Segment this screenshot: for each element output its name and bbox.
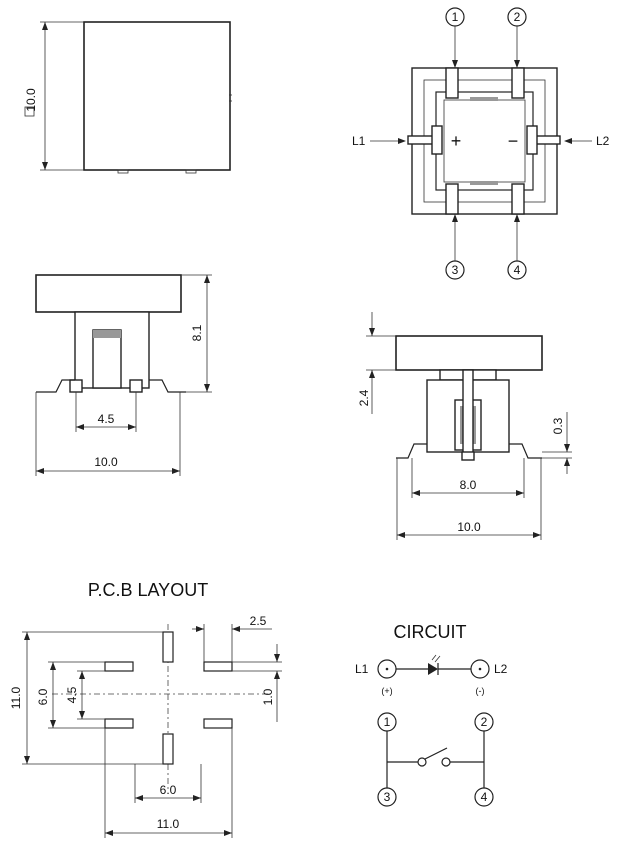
side-height-label: 8.1 xyxy=(190,324,204,341)
circuit-pin-1-label: 1 xyxy=(384,715,391,729)
side-cap xyxy=(35,274,182,313)
switch-contact-icon xyxy=(417,757,427,767)
switch-contact-icon xyxy=(441,757,451,767)
pcb-row-pitch-label: 6.0 xyxy=(36,688,50,705)
side-pitch-label: 4.5 xyxy=(98,412,115,426)
circuit-pin-2-label: 2 xyxy=(481,715,488,729)
pin-2-label: 2 xyxy=(514,10,521,24)
pcb-pad xyxy=(104,718,134,729)
pcb-pad xyxy=(162,631,174,663)
pcb-layout-title: P.C.B LAYOUT xyxy=(88,580,208,600)
pin-1-label: 1 xyxy=(452,10,459,24)
cap-outline xyxy=(83,21,231,171)
led-diode-icon xyxy=(428,663,438,675)
pcb-pad xyxy=(203,718,233,729)
pcb-col-pitch-label: 6.0 xyxy=(160,783,177,797)
polarity-minus-label: (-) xyxy=(476,686,485,696)
front-cap-label: 2.4 xyxy=(357,389,371,406)
circuit-diagram: CIRCUIT L1 L2 (+) (-) 1 2 3 4 xyxy=(355,622,508,807)
circuit-led-l1-label: L1 xyxy=(355,662,369,676)
minus-sign: − xyxy=(508,131,519,151)
circuit-pin-3-label: 3 xyxy=(384,790,391,804)
circuit-pin-4-label: 4 xyxy=(481,790,488,804)
pcb-pad xyxy=(162,733,174,765)
circuit-led-l2-label: L2 xyxy=(494,662,508,676)
pcb-layout: P.C.B LAYOUT 2.5 11.0 6.0 4.5 xyxy=(9,580,282,838)
pcb-inner-pitch-label: 4.5 xyxy=(65,686,79,703)
front-standoff-label: 0.3 xyxy=(551,417,565,434)
pcb-pad xyxy=(203,661,233,672)
side-width-label: 10.0 xyxy=(94,455,118,469)
pcb-pad-height-label: 1.0 xyxy=(261,688,275,705)
pcb-overall-width-label: 11.0 xyxy=(157,817,180,831)
led-l2-label: L2 xyxy=(596,134,610,148)
polarity-plus-label: (+) xyxy=(381,686,392,696)
pin-4-label: 4 xyxy=(514,263,521,277)
front-cap xyxy=(395,335,543,371)
front-pitch-label: 8.0 xyxy=(460,478,477,492)
top-size-label: 10.0 xyxy=(24,88,38,112)
top-view: 10.0 xyxy=(24,21,232,174)
switch-lever-icon xyxy=(424,747,448,760)
plus-sign: + xyxy=(451,131,462,151)
circuit-title: CIRCUIT xyxy=(394,622,467,642)
side-view: 8.1 4.5 10.0 xyxy=(35,274,212,476)
led-l1-label: L1 xyxy=(352,134,366,148)
pcb-overall-height-label: 11.0 xyxy=(9,686,23,709)
pcb-pad xyxy=(104,661,134,672)
terminal-view: + − 1 2 3 4 L1 L2 xyxy=(352,7,610,280)
front-view: 2.4 0.3 8.0 10.0 xyxy=(357,312,572,540)
pin-3-label: 3 xyxy=(452,263,459,277)
front-width-label: 10.0 xyxy=(457,520,481,534)
square-symbol-icon xyxy=(24,106,35,117)
pcb-pad-width-label: 2.5 xyxy=(250,614,267,628)
